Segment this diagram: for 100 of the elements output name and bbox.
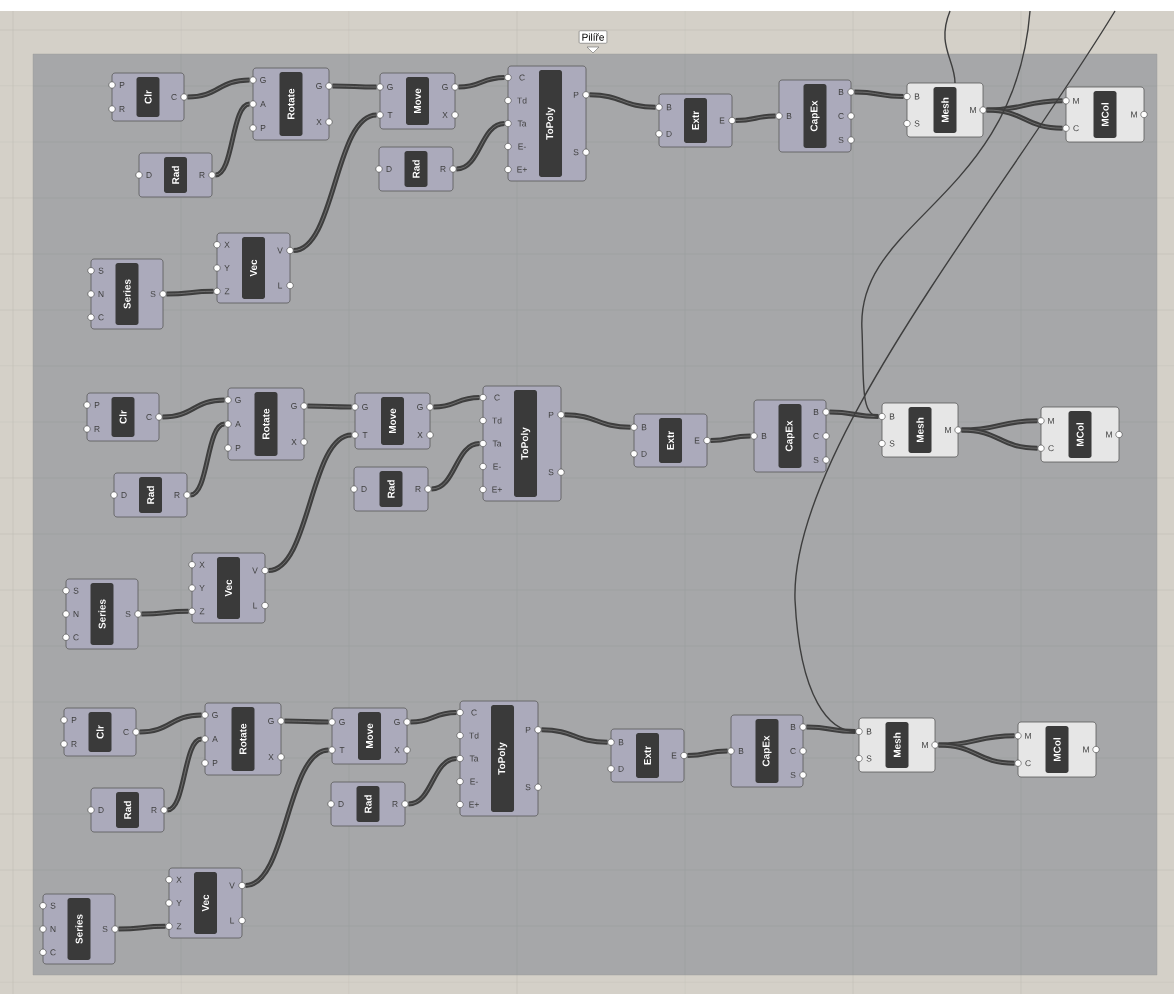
component-name: ToPoly [491, 705, 514, 812]
pin-label: G [387, 84, 393, 90]
pin-label: M [922, 742, 928, 748]
pin-label: R [440, 166, 446, 172]
wire [806, 724, 856, 734]
pin-label: S [838, 137, 844, 143]
component-name: Mesh [908, 407, 932, 453]
component-name: CapEx [755, 719, 779, 783]
wire [214, 101, 251, 178]
pin-label: T [362, 432, 368, 438]
pin-label: G [316, 83, 322, 89]
pin-label: E- [470, 778, 478, 785]
component-name: Clr [136, 77, 160, 117]
pin-label: S [150, 291, 156, 297]
pin-label: C [123, 729, 129, 735]
component-name: Rad [404, 151, 428, 187]
pin-label: G [442, 84, 448, 90]
wire [564, 412, 631, 430]
pin-label: P [212, 760, 218, 766]
wire [854, 89, 904, 99]
component-name: Rotate [231, 707, 255, 771]
pin-label: S [73, 587, 79, 594]
pin-label: G [339, 719, 345, 725]
pin-label: Y [224, 265, 230, 271]
pin-label: V [252, 567, 258, 574]
pin-label: G [291, 403, 297, 409]
pin-label: D [361, 486, 367, 492]
component-name: Vec [242, 237, 265, 299]
pin-label: B [838, 89, 844, 95]
component-name: Rad [139, 477, 162, 513]
pin-label: Y [176, 900, 182, 906]
pin-label: N [50, 926, 56, 932]
pin-label: R [119, 106, 125, 112]
pin-label: B [666, 104, 672, 111]
component-name: Move [358, 712, 381, 760]
component-name: Clr [111, 397, 135, 437]
pin-label: P [573, 91, 579, 98]
pin-label: P [235, 445, 241, 451]
pin-label: L [278, 282, 283, 289]
pin-label: Y [199, 585, 205, 591]
pin-label: S [50, 902, 56, 909]
wire [589, 92, 656, 110]
wire [541, 727, 608, 745]
component-name: Mesh [933, 87, 957, 133]
wire [829, 409, 879, 419]
wire [456, 121, 505, 172]
pin-label: R [94, 426, 100, 432]
component-name: Rotate [254, 392, 278, 456]
component-name: Rad [116, 792, 139, 828]
pin-label: C [838, 113, 844, 119]
component-name: Move [381, 397, 404, 445]
wire [307, 403, 352, 410]
pin-label: X [224, 241, 230, 248]
component-name: Move [406, 77, 429, 125]
pin-label: X [268, 754, 274, 760]
pin-label: B [786, 113, 792, 119]
component-name: Series [67, 898, 91, 960]
pin-label: G [212, 712, 218, 718]
pin-label: S [790, 772, 796, 778]
component-name: Series [115, 263, 139, 325]
wire [332, 83, 377, 90]
pin-label: R [151, 807, 157, 813]
pin-label: E- [518, 143, 526, 150]
wire [244, 747, 330, 888]
pin-label: R [415, 486, 421, 492]
pin-label: S [573, 149, 579, 156]
pin-label: B [914, 93, 920, 100]
group-label: Pilíře [578, 30, 608, 54]
wire [433, 395, 480, 410]
pin-label: B [738, 748, 744, 754]
component-name: Rad [379, 471, 403, 507]
pin-label: C [171, 94, 177, 100]
pin-label: G [260, 77, 266, 83]
pin-label: P [260, 125, 266, 131]
pin-label: S [548, 469, 554, 476]
pin-label: S [889, 440, 895, 447]
pin-label: D [338, 801, 344, 807]
component-name: MCol [1045, 726, 1069, 773]
pin-label: G [417, 404, 423, 410]
wire [986, 107, 1063, 131]
pin-label: P [548, 411, 554, 418]
pin-label: E [671, 752, 677, 759]
wire [687, 748, 728, 758]
pin-label: B [618, 739, 624, 746]
pin-label: L [253, 602, 258, 609]
pin-label: B [790, 724, 796, 730]
wire [292, 112, 378, 253]
pin-label: C [1025, 760, 1031, 767]
pin-label: M [1025, 732, 1031, 739]
pin-label: M [1131, 111, 1137, 118]
pin-label: R [174, 492, 180, 498]
pin-label: A [260, 101, 266, 107]
wire [267, 432, 353, 573]
pin-label: M [945, 427, 951, 433]
pin-label: D [121, 492, 127, 498]
wire [938, 733, 1015, 748]
component-name: Mesh [885, 722, 909, 768]
pin-label: E [694, 437, 700, 444]
wire [189, 421, 226, 498]
component-name: Clr [88, 712, 112, 752]
